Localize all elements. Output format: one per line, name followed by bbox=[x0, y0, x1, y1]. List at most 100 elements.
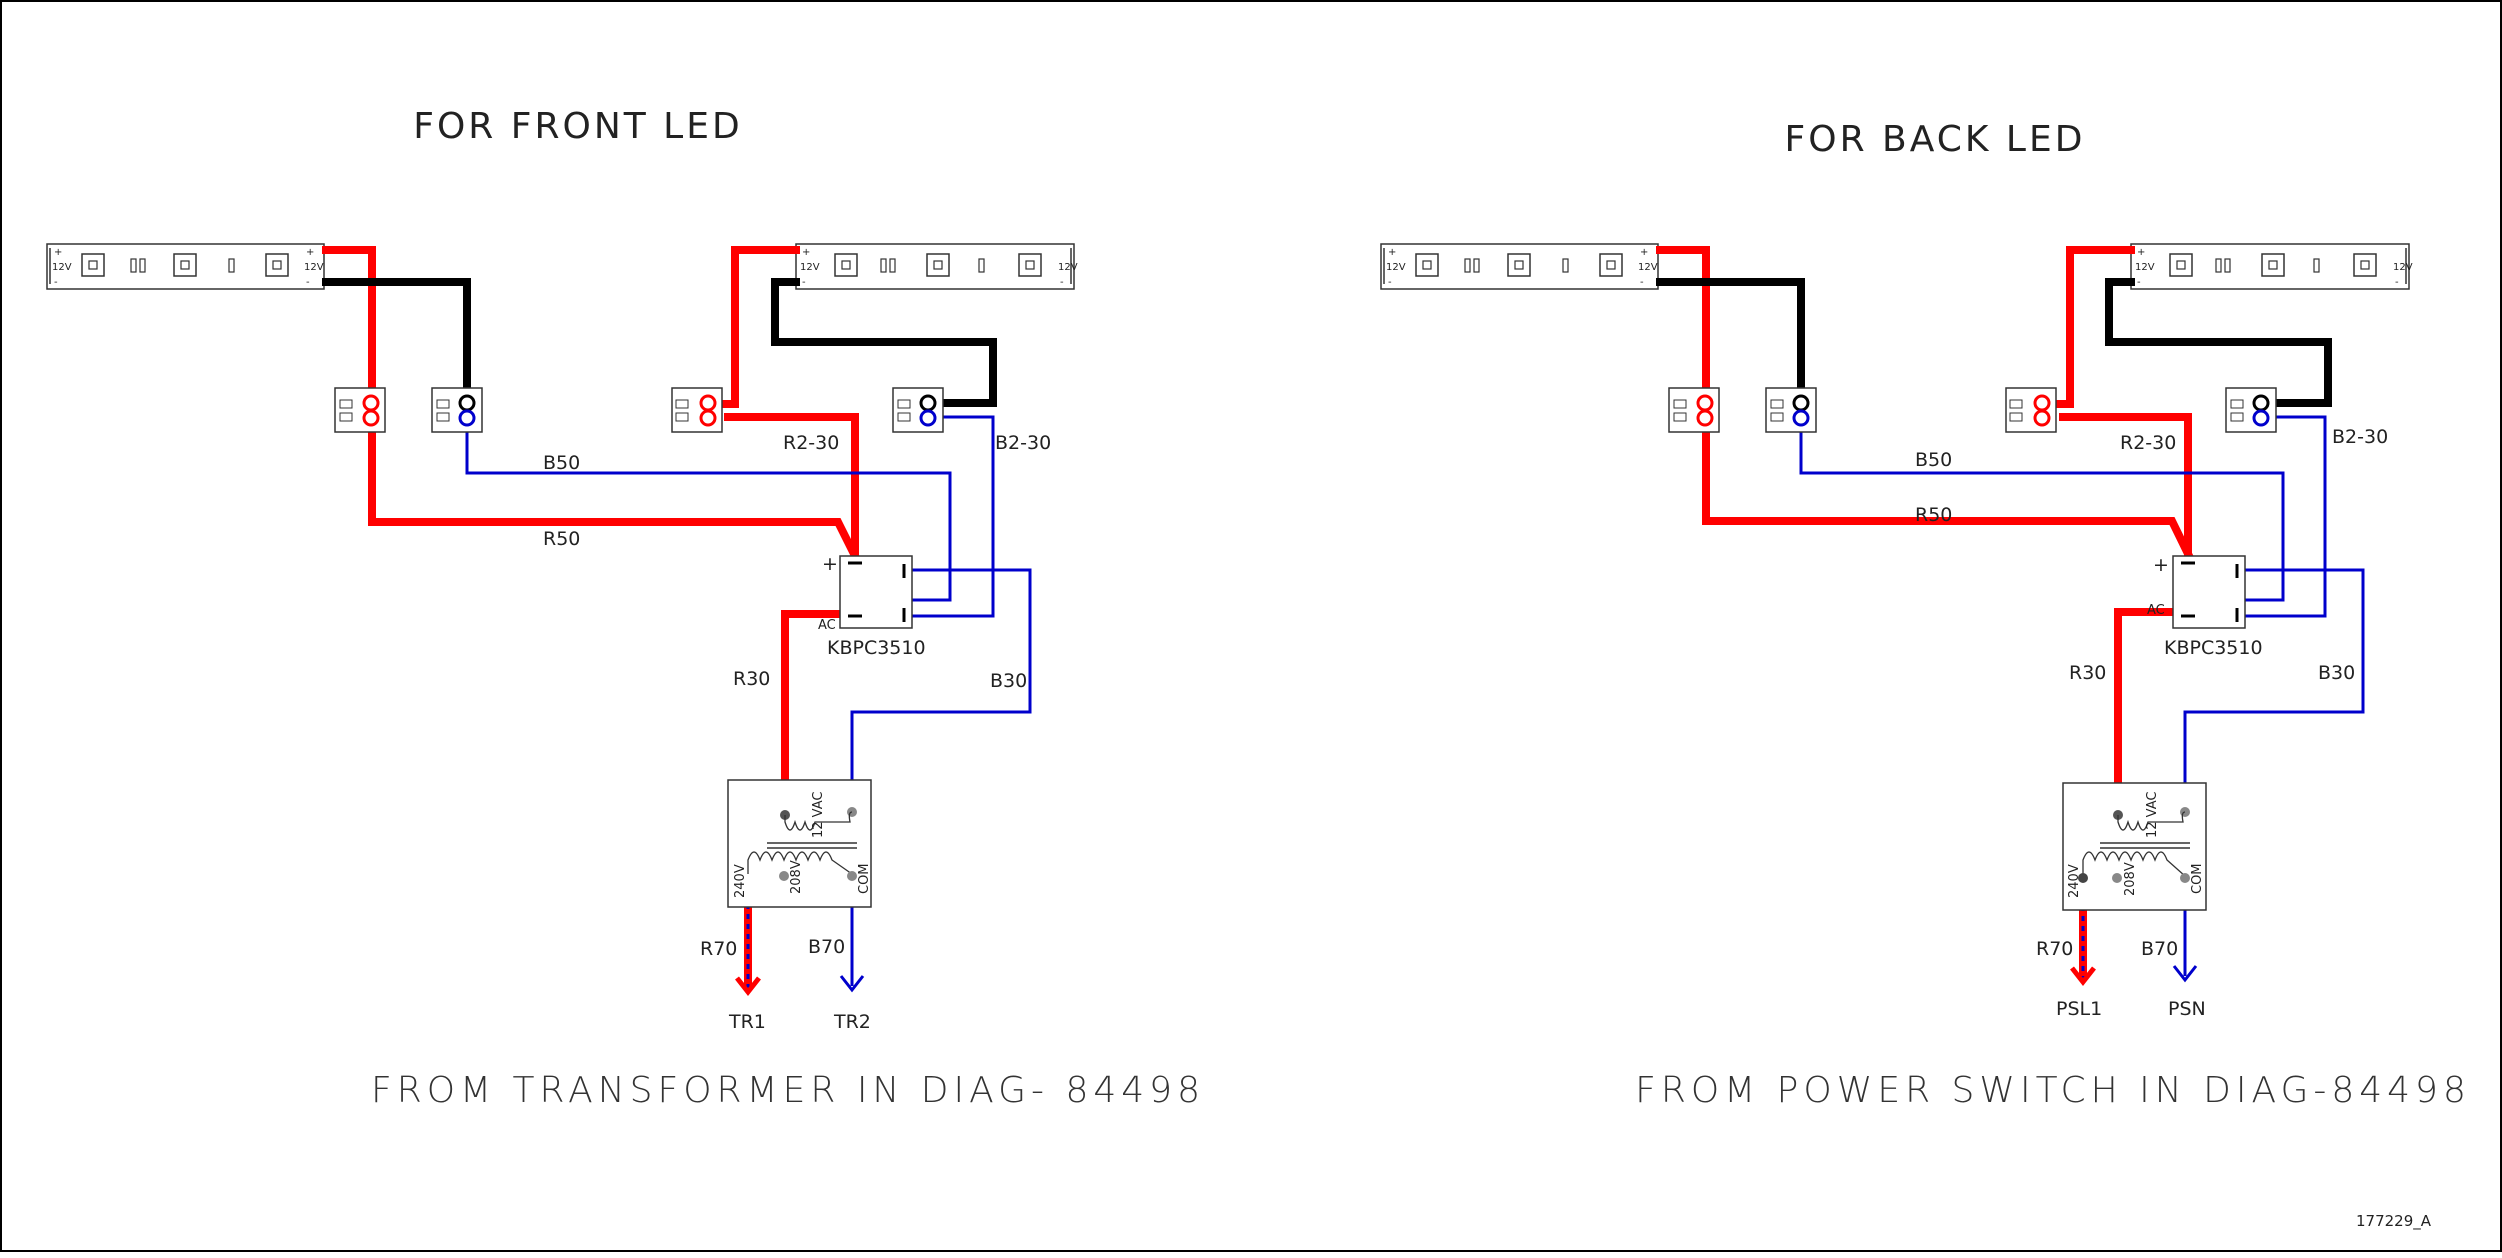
wire-black-strip1 bbox=[322, 278, 471, 403]
label-r50: R50 bbox=[1915, 504, 1952, 526]
strip-plus: + bbox=[1640, 247, 1648, 258]
led-chip bbox=[2353, 253, 2377, 277]
led-chip bbox=[1415, 253, 1439, 277]
rectifier-ac: AC bbox=[2147, 603, 2165, 618]
led-chip bbox=[926, 253, 950, 277]
transformer-com: COM bbox=[857, 863, 872, 894]
wire-connector-4 bbox=[892, 387, 944, 433]
resistor bbox=[880, 258, 887, 273]
led-strip-2: + 12V - 12V - bbox=[795, 243, 1078, 290]
strip-minus: - bbox=[2395, 277, 2399, 288]
transformer-com: COM bbox=[2190, 863, 2205, 894]
wire-connector-2 bbox=[431, 387, 483, 433]
led-chip bbox=[265, 253, 289, 277]
transformer-tap-240v: 240V bbox=[2067, 864, 2082, 898]
wire-r50 bbox=[1656, 246, 2196, 564]
label-r30: R30 bbox=[733, 668, 770, 690]
label-b50: B50 bbox=[1915, 449, 1952, 471]
terminal-psl1-label: PSL1 bbox=[2056, 998, 2102, 1020]
strip-plus: + bbox=[802, 247, 810, 258]
blue-wires bbox=[1799, 415, 2365, 976]
terminal-psn-arrow bbox=[2172, 965, 2198, 983]
terminal-tr1-arrow bbox=[735, 976, 761, 997]
label-r50: R50 bbox=[543, 528, 580, 550]
resistor bbox=[978, 258, 985, 273]
transformer-tap-208v: 208V bbox=[789, 860, 804, 894]
front-led-footer: FROM TRANSFORMER IN DIAG- 84498 bbox=[371, 1070, 1205, 1111]
strip-plus: + bbox=[1388, 247, 1396, 258]
label-r2-30: R2-30 bbox=[2120, 432, 2176, 454]
label-b2-30: B2-30 bbox=[2332, 426, 2388, 448]
strip-minus: - bbox=[54, 277, 58, 288]
label-b50: B50 bbox=[543, 452, 580, 474]
strip-voltage: 12V bbox=[800, 262, 820, 273]
label-b30: B30 bbox=[990, 670, 1027, 692]
strip-plus: + bbox=[2137, 247, 2145, 258]
strip-voltage: 12V bbox=[1386, 262, 1406, 273]
label-b2-30: B2-30 bbox=[995, 432, 1051, 454]
led-chip bbox=[834, 253, 858, 277]
wire-r30 bbox=[2114, 608, 2188, 818]
wire-b30 bbox=[850, 568, 1032, 812]
wire-red-strip2 bbox=[716, 246, 800, 408]
transformer: 12 VAC 240V 208V COM bbox=[2062, 782, 2207, 911]
terminal-psn-label: PSN bbox=[2168, 998, 2206, 1020]
label-r70: R70 bbox=[700, 938, 737, 960]
bridge-rectifier: + AC KBPC3510 bbox=[2147, 554, 2263, 659]
wire-connector-2 bbox=[1765, 387, 1817, 433]
led-strip-1: + 12V - + 12V - bbox=[46, 243, 325, 290]
transformer-secondary: 12 VAC bbox=[2145, 792, 2160, 838]
strip-voltage: 12V bbox=[1638, 262, 1658, 273]
strip-minus: - bbox=[802, 277, 806, 288]
strip-minus: - bbox=[1388, 277, 1392, 288]
wire-b50 bbox=[1799, 417, 2285, 602]
terminal-psl1-arrow bbox=[2070, 966, 2096, 987]
label-r30: R30 bbox=[2069, 662, 2106, 684]
wire-black-strip2 bbox=[2105, 278, 2332, 407]
wire-connector-3 bbox=[671, 387, 723, 433]
rectifier-plus: + bbox=[2153, 554, 2169, 576]
wire-b2-30 bbox=[2237, 415, 2327, 618]
rectifier-ac: AC bbox=[818, 618, 836, 633]
led-chip bbox=[2261, 253, 2285, 277]
strip-plus: + bbox=[306, 247, 314, 258]
wire-black-strip1 bbox=[1656, 278, 1805, 403]
strip-minus: - bbox=[1640, 277, 1644, 288]
front-led-panel: FOR FRONT LED + 12V - + 12V - + 12 bbox=[46, 106, 1205, 1111]
terminal-tr1-label: TR1 bbox=[728, 1011, 766, 1033]
transformer-tap-208v: 208V bbox=[2123, 862, 2138, 896]
wire-connector-3 bbox=[2005, 387, 2057, 433]
wire-black-strip2 bbox=[771, 278, 997, 407]
wire-b2-30 bbox=[902, 415, 995, 618]
strip-voltage: 12V bbox=[2393, 262, 2413, 273]
resistor bbox=[130, 258, 137, 273]
resistor bbox=[2215, 258, 2222, 273]
heavy-wires bbox=[1656, 246, 2332, 980]
wire-connector-1 bbox=[334, 387, 386, 433]
rectifier-plus: + bbox=[822, 553, 838, 575]
label-b70: B70 bbox=[808, 936, 845, 958]
heavy-wires bbox=[322, 246, 997, 990]
wire-r2-30 bbox=[724, 413, 859, 562]
led-strip-2: + 12V - 12V - bbox=[2130, 243, 2413, 290]
resistor bbox=[2313, 258, 2320, 273]
bridge-rectifier: + AC KBPC3510 bbox=[818, 553, 926, 659]
strip-minus: - bbox=[306, 277, 310, 288]
wire-r30 bbox=[781, 610, 855, 818]
terminal-tr2-label: TR2 bbox=[833, 1011, 871, 1033]
wire-r50 bbox=[322, 246, 862, 564]
resistor bbox=[1464, 258, 1471, 273]
label-r2-30: R2-30 bbox=[783, 432, 839, 454]
terminal-tr2-arrow bbox=[839, 975, 865, 993]
led-chip bbox=[173, 253, 197, 277]
strip-voltage: 12V bbox=[52, 262, 72, 273]
wire-red-strip2 bbox=[2051, 246, 2135, 408]
rectifier-name: KBPC3510 bbox=[827, 637, 926, 659]
strip-voltage: 12V bbox=[304, 262, 324, 273]
front-led-title: FOR FRONT LED bbox=[413, 106, 742, 147]
transformer-secondary: 12 VAC bbox=[811, 792, 826, 838]
resistor bbox=[1562, 258, 1569, 273]
